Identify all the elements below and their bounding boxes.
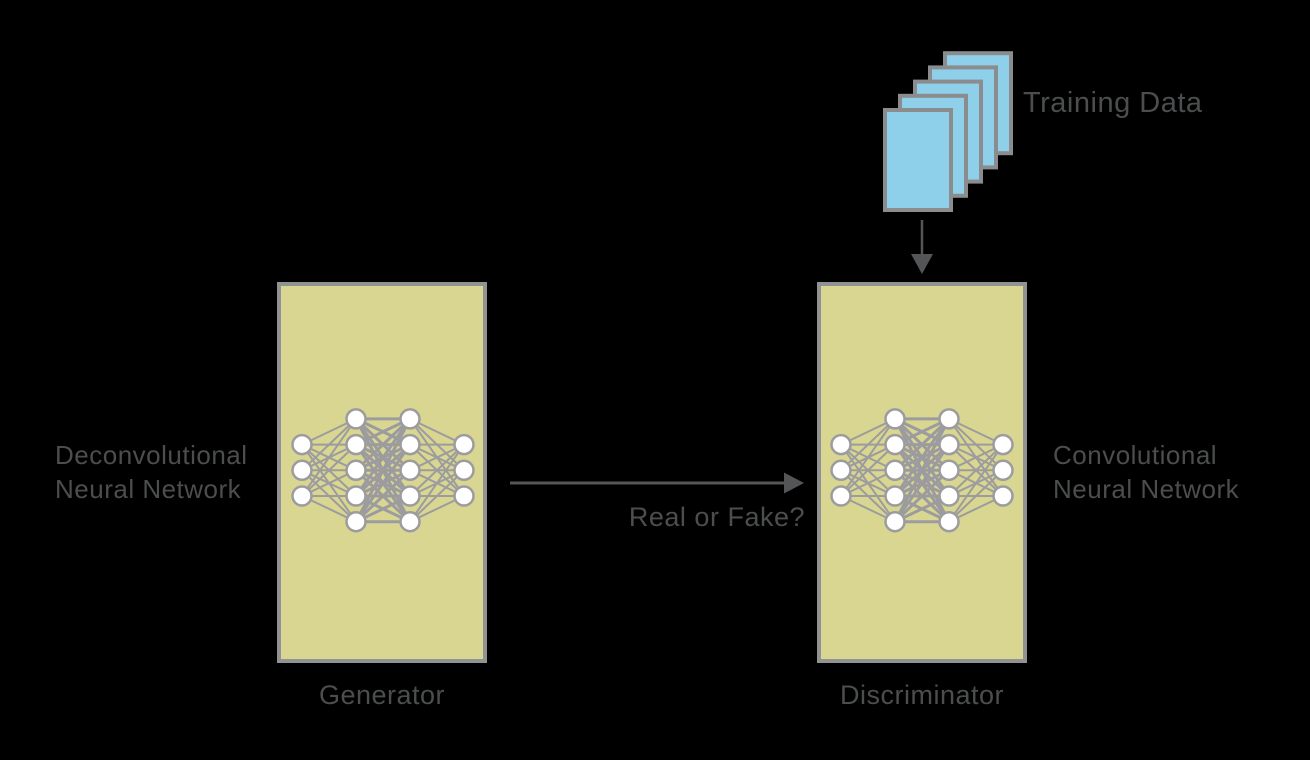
- training-data-text: Training Data: [1023, 87, 1203, 119]
- network-node: [884, 485, 906, 507]
- network-node: [830, 485, 852, 507]
- training-data-label: Training Data: [1023, 86, 1203, 120]
- deconvolutional-network-label: Deconvolutional Neural Network: [55, 438, 248, 506]
- network-edge: [301, 443, 357, 497]
- network-node: [453, 433, 475, 456]
- network-node: [453, 459, 475, 482]
- generator-label: Generator: [277, 678, 487, 712]
- network-node: [345, 485, 367, 507]
- convolutional-network-label: Convolutional Neural Network: [1053, 438, 1239, 506]
- network-edge: [354, 469, 412, 523]
- network-edge: [893, 417, 951, 472]
- network-node: [938, 408, 960, 430]
- network-edge: [354, 417, 412, 472]
- network-node: [884, 433, 906, 456]
- network-edge: [948, 443, 1004, 497]
- training-data-stack: [883, 51, 1013, 212]
- network-edge: [840, 418, 896, 497]
- network-node: [291, 433, 313, 456]
- network-node: [345, 459, 367, 482]
- arrow-generator-to-discriminator: [510, 472, 804, 494]
- arrow-head-icon: [784, 472, 804, 494]
- network-node: [291, 459, 313, 482]
- network-node: [345, 510, 367, 533]
- network-node: [399, 408, 421, 430]
- network-edge: [893, 469, 951, 523]
- network-node: [938, 459, 960, 482]
- conv-line-1: Convolutional: [1053, 440, 1218, 470]
- arrow-head-icon: [911, 254, 933, 274]
- deconv-line-2: Neural Network: [55, 474, 242, 504]
- network-node: [992, 485, 1014, 507]
- network-node: [884, 510, 906, 533]
- discriminator-label: Discriminator: [817, 678, 1027, 712]
- real-or-fake-label: Real or Fake?: [575, 500, 805, 534]
- generator-text: Generator: [318, 680, 446, 710]
- network-node: [399, 485, 421, 507]
- network-node: [399, 510, 421, 533]
- conv-line-2: Neural Network: [1053, 474, 1240, 504]
- network-node: [992, 433, 1014, 456]
- network-edge: [354, 443, 412, 523]
- network-edge: [840, 418, 896, 472]
- network-edge: [409, 444, 465, 523]
- network-edge: [354, 418, 412, 497]
- arrow-training-to-discriminator: [911, 220, 933, 274]
- discriminator-text: Discriminator: [839, 680, 1005, 710]
- network-node: [938, 433, 960, 456]
- network-edge: [409, 469, 465, 523]
- generator-network-icon: [291, 408, 475, 533]
- network-edge: [893, 418, 951, 523]
- network-node: [830, 459, 852, 482]
- network-node: [992, 459, 1014, 482]
- real-or-fake-text: Real or Fake?: [628, 502, 805, 532]
- deconv-line-1: Deconvolutional: [55, 440, 248, 470]
- network-edge: [840, 443, 896, 497]
- network-node: [291, 485, 313, 507]
- network-node: [830, 433, 852, 456]
- network-node: [884, 459, 906, 482]
- training-data-card: [883, 108, 953, 212]
- network-edge: [948, 444, 1004, 523]
- network-edge: [301, 418, 357, 472]
- network-node: [345, 408, 367, 430]
- network-node: [453, 485, 475, 507]
- network-node: [399, 459, 421, 482]
- network-edge: [893, 443, 951, 523]
- network-node: [884, 408, 906, 430]
- network-node: [938, 485, 960, 507]
- network-edge: [409, 443, 465, 497]
- network-edge: [893, 418, 951, 497]
- discriminator-network-icon: [830, 408, 1014, 533]
- network-node: [938, 510, 960, 533]
- network-edge: [948, 469, 1004, 523]
- network-edge: [301, 418, 357, 497]
- network-node: [399, 433, 421, 456]
- network-edge: [354, 418, 412, 523]
- network-node: [345, 433, 367, 456]
